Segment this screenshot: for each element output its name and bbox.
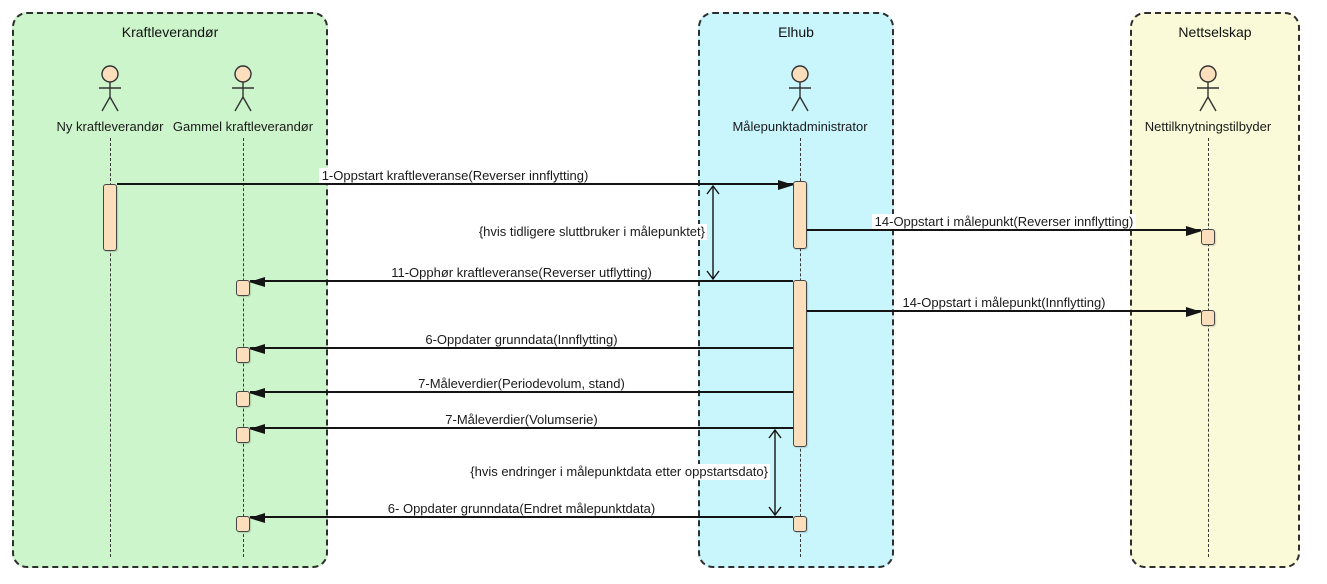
message-maleverdier-periodevolum: 7-Måleverdier(Periodevolum, stand) [249, 376, 793, 398]
activation-gammel-kraftleverandor-4 [236, 427, 250, 443]
group-nettselskap: Nettselskap [1130, 12, 1300, 568]
duration-double-arrow-icon [706, 185, 720, 280]
group-title: Nettselskap [1178, 24, 1252, 40]
actor-label-malepunktadministrator: Målepunktadministrator [732, 119, 868, 134]
activation-nettilknytningstilbyder-2 [1201, 310, 1215, 326]
message-oppdater-grunndata-endret: 6- Oppdater grunndata(Endret målepunktda… [249, 501, 793, 523]
arrowhead-right-icon [1186, 307, 1202, 317]
message-oppstart-malepunkt-reverser: 14-Oppstart i målepunkt(Reverser innflyt… [807, 214, 1202, 236]
arrowhead-left-icon [249, 388, 265, 398]
actor-icon [1197, 65, 1219, 112]
group-title: Kraftleverandør [121, 24, 219, 40]
message-label: 14-Oppstart i målepunkt(Innflytting) [899, 295, 1109, 310]
message-oppdater-grunndata-innflytting: 6-Oppdater grunndata(Innflytting) [249, 332, 793, 354]
activation-nettilknytningstilbyder-1 [1201, 229, 1215, 245]
activation-malepunktadministrator-1 [793, 181, 807, 249]
message-label: 7-Måleverdier(Periodevolum, stand) [415, 376, 628, 391]
message-label: 14-Oppstart i målepunkt(Reverser innflyt… [871, 214, 1137, 229]
activation-malepunktadministrator-2 [793, 280, 807, 447]
message-label: 1-Oppstart kraftleveranse(Reverser innfl… [318, 168, 592, 183]
arrowhead-left-icon [249, 424, 265, 434]
duration-double-arrow-icon [768, 429, 782, 516]
actor-label-nettilknytningstilbyder: Nettilknytningstilbyder [1144, 119, 1272, 134]
activation-malepunktadministrator-3 [793, 516, 807, 532]
arrowhead-left-icon [249, 277, 265, 287]
arrowhead-left-icon [249, 513, 265, 523]
message-opphor-kraftleveranse: 11-Opphør kraftleveranse(Reverser utflyt… [249, 265, 793, 287]
message-label: 6- Oppdater grunndata(Endret målepunktda… [384, 501, 659, 516]
actor-icon [789, 65, 811, 112]
group-kraftleverandor: Kraftleverandør [12, 12, 328, 568]
message-label: 7-Måleverdier(Volumserie) [442, 412, 601, 427]
activation-gammel-kraftleverandor-1 [236, 280, 250, 296]
message-maleverdier-volumserie: 7-Måleverdier(Volumserie) [249, 412, 793, 434]
activation-gammel-kraftleverandor-3 [236, 391, 250, 407]
message-label: 6-Oppdater grunndata(Innflytting) [422, 332, 621, 347]
arrowhead-right-icon [778, 180, 794, 190]
activation-gammel-kraftleverandor-5 [236, 516, 250, 532]
message-oppstart-malepunkt-innflytting: 14-Oppstart i målepunkt(Innflytting) [807, 295, 1202, 317]
activation-gammel-kraftleverandor-2 [236, 347, 250, 363]
actor-icon [232, 65, 254, 112]
arrowhead-right-icon [1186, 226, 1202, 236]
lifeline-nettilknytningstilbyder [1208, 138, 1209, 557]
actor-icon [99, 65, 121, 112]
activation-ny-kraftleverandor [103, 184, 117, 251]
condition-label: {hvis tidligere sluttbruker i målepunkte… [476, 224, 707, 240]
actor-label-gammel-kraftleverandor: Gammel kraftleverandør [172, 119, 314, 134]
lifeline-ny-kraftleverandor [110, 138, 111, 557]
message-label: 11-Opphør kraftleveranse(Reverser utflyt… [388, 265, 655, 280]
actor-label-ny-kraftleverandor: Ny kraftleverandør [56, 119, 164, 134]
arrowhead-left-icon [249, 344, 265, 354]
condition-label: {hvis endringer i målepunktdata etter op… [468, 464, 770, 480]
message-oppstart-kraftleveranse: 1-Oppstart kraftleveranse(Reverser innfl… [117, 168, 794, 190]
group-title: Elhub [778, 24, 814, 40]
